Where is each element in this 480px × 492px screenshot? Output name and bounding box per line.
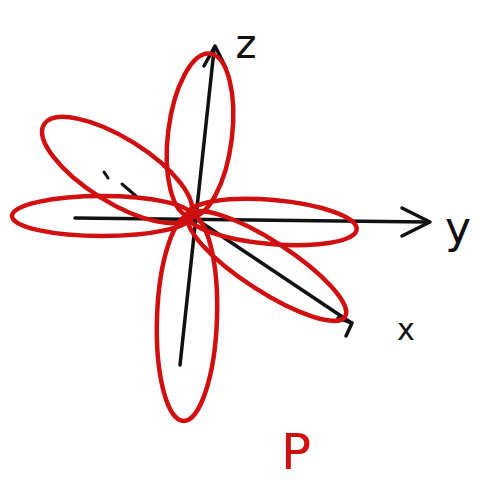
lobe-back	[27, 97, 207, 242]
hatch-marks	[104, 172, 136, 196]
lobe-down	[153, 214, 220, 422]
axis-label: x	[397, 315, 415, 345]
lobe-up	[158, 50, 242, 221]
axis-label: y	[445, 206, 471, 250]
lobe-left	[12, 196, 192, 236]
lobe-right	[185, 193, 358, 252]
lobe-front	[175, 194, 358, 337]
y-arrowhead	[402, 208, 430, 236]
orbital-label: P	[281, 427, 311, 477]
axis-label: z	[236, 24, 257, 64]
y-axis	[75, 218, 428, 222]
